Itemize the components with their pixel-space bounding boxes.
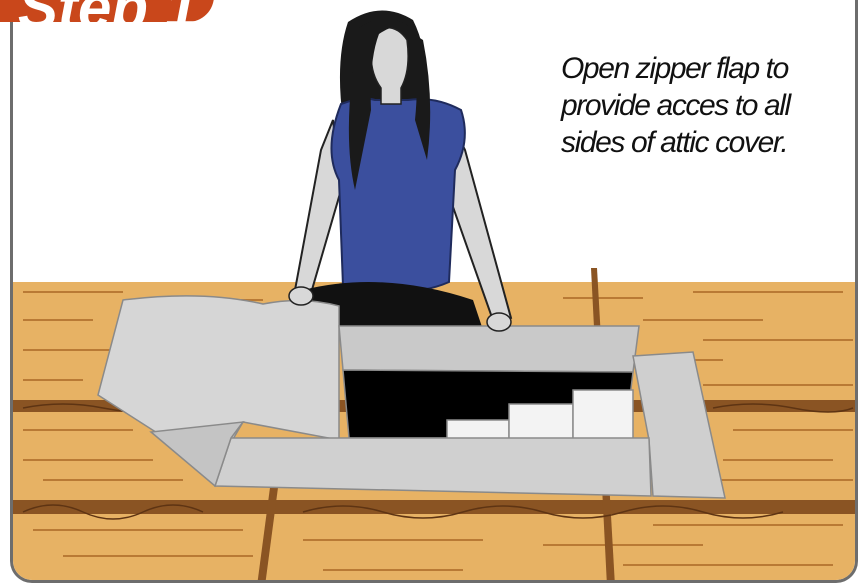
instruction-line-2: provide acces to all [561, 87, 858, 124]
woman-left-hand [289, 287, 313, 305]
stored-box-2 [509, 404, 573, 442]
instruction-text: Open zipper flap to provide acces to all… [561, 50, 858, 161]
woman-right-hand [487, 313, 511, 331]
step-badge-label: Step 1 [18, 0, 198, 38]
stored-box-3 [573, 390, 633, 440]
illustration-frame: Open zipper flap to provide acces to all… [10, 0, 858, 583]
instruction-line-1: Open zipper flap to [561, 50, 858, 87]
instruction-line-3: sides of attic cover. [561, 124, 858, 161]
